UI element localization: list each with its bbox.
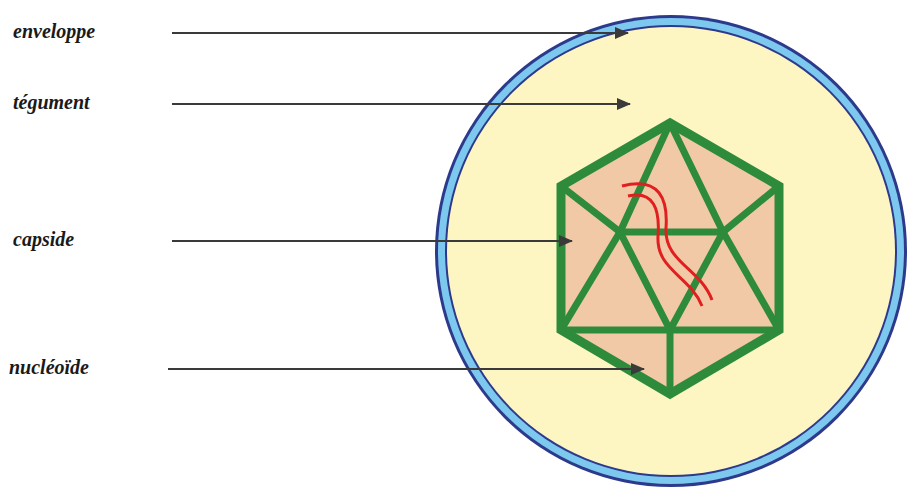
part-label: capside [13, 228, 74, 250]
part-label: nucléoïde [9, 356, 89, 378]
envelope-band [438, 18, 904, 484]
dna-strands [622, 184, 712, 306]
part-label: enveloppe [13, 20, 95, 42]
envelope-outer [435, 15, 907, 487]
leader-arrows [168, 33, 644, 369]
part-label: tégument [13, 91, 90, 113]
tegument-area [447, 27, 895, 475]
capsid-hexagon [561, 123, 779, 394]
envelope-inner-line [445, 25, 897, 477]
capsid-facets [561, 123, 779, 394]
